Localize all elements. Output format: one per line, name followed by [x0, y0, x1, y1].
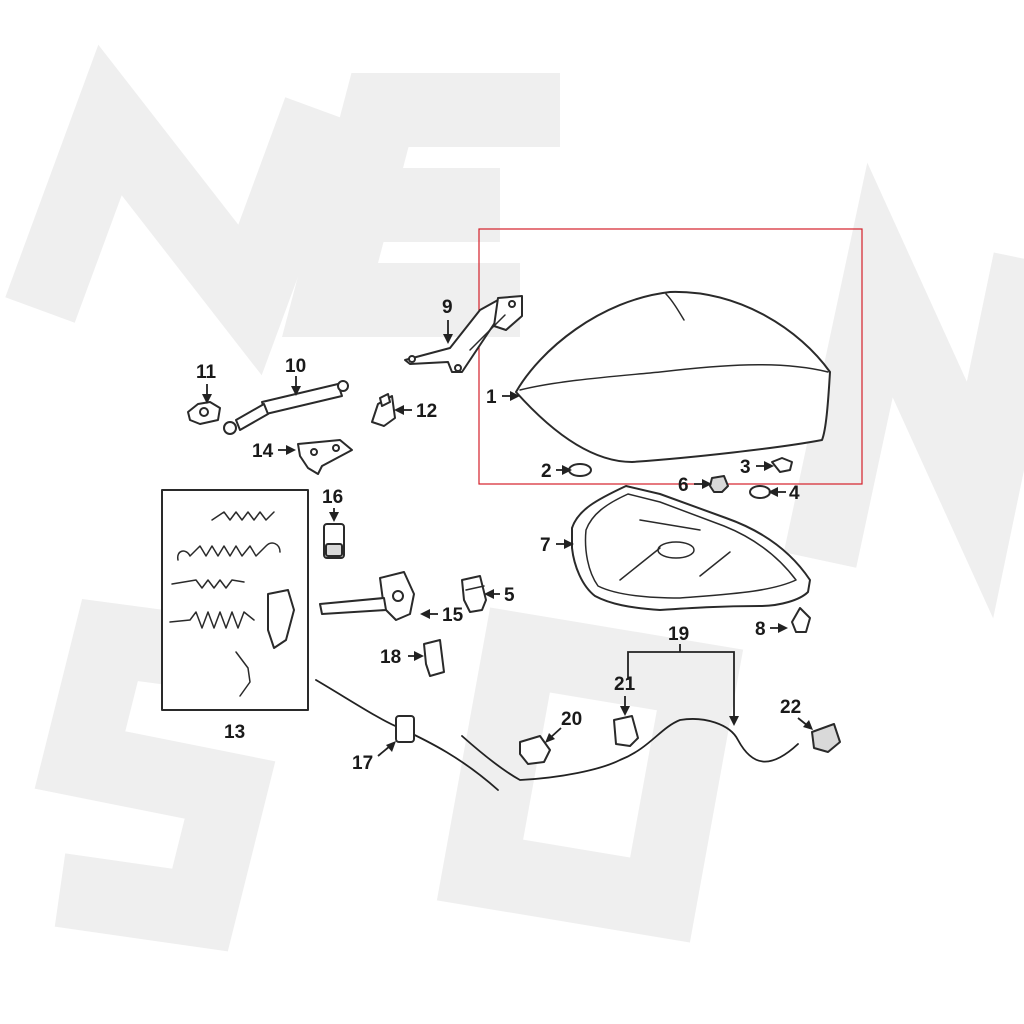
callout-2: 2 [541, 461, 552, 482]
part-19-secondary-cable[interactable] [461, 718, 799, 781]
callout-4: 4 [789, 483, 800, 504]
callout-11: 11 [196, 362, 217, 383]
part-5-latch-cover[interactable] [461, 575, 487, 613]
callout-14: 14 [252, 441, 274, 462]
callout-17: 17 [352, 753, 373, 774]
callout-8: 8 [755, 619, 766, 640]
callout-7: 7 [540, 535, 551, 556]
part-8-retainer-clip[interactable] [791, 607, 811, 633]
callout-6: 6 [678, 475, 689, 496]
callout-22: 22 [780, 697, 801, 718]
callout-9: 9 [442, 297, 453, 318]
callout-15: 15 [442, 605, 464, 626]
part-9-hood-hinge[interactable] [404, 295, 523, 373]
watermark-logo [5, 44, 1024, 952]
callout-labels: 1 2 3 4 5 6 7 8 9 10 11 12 13 14 15 16 1… [196, 297, 801, 774]
watermark-letter-n2 [783, 162, 1024, 619]
highlight-box [478, 228, 863, 485]
part-15-hood-latch[interactable] [319, 571, 415, 621]
callout-5: 5 [504, 585, 515, 606]
part-17-release-cable[interactable] [315, 679, 499, 791]
part-20-release-handle[interactable] [519, 735, 551, 765]
leader-lines [202, 320, 813, 757]
part-10-gas-strut[interactable] [223, 380, 349, 435]
part-21-cable-clip[interactable] [613, 715, 639, 747]
callout-1: 1 [486, 387, 497, 408]
watermark-letter-s [34, 598, 276, 952]
part-22-safety-latch[interactable] [811, 723, 841, 753]
watermark-letter-o [436, 607, 744, 943]
part-2-grommet[interactable] [568, 463, 592, 477]
watermark-letter-e [282, 73, 560, 337]
part-12-stop-bracket[interactable] [371, 393, 396, 427]
part-14-mounting-bracket[interactable] [297, 439, 353, 475]
part-16-latch-switch[interactable] [323, 523, 345, 559]
part-11-strut-bracket[interactable] [187, 401, 221, 425]
part-4-seal[interactable] [749, 485, 771, 499]
callout-3: 3 [740, 457, 751, 478]
callout-16: 16 [322, 487, 343, 508]
part-13-latch-kit[interactable] [161, 489, 309, 711]
callout-12: 12 [416, 401, 437, 422]
callout-10: 10 [285, 356, 306, 377]
callout-20: 20 [561, 709, 582, 730]
part-7-hood-insulator[interactable] [571, 485, 811, 611]
callout-13: 13 [224, 722, 245, 743]
callout-18: 18 [380, 647, 401, 668]
callout-21: 21 [614, 674, 636, 695]
part-3-clip[interactable] [771, 457, 793, 473]
part-6-bumper-stop[interactable] [709, 475, 729, 493]
watermark-letter-n1 [5, 44, 355, 376]
part-1-hood-panel[interactable] [515, 290, 831, 463]
callout-19: 19 [668, 624, 689, 645]
part-18-latch-striker[interactable] [423, 639, 445, 677]
